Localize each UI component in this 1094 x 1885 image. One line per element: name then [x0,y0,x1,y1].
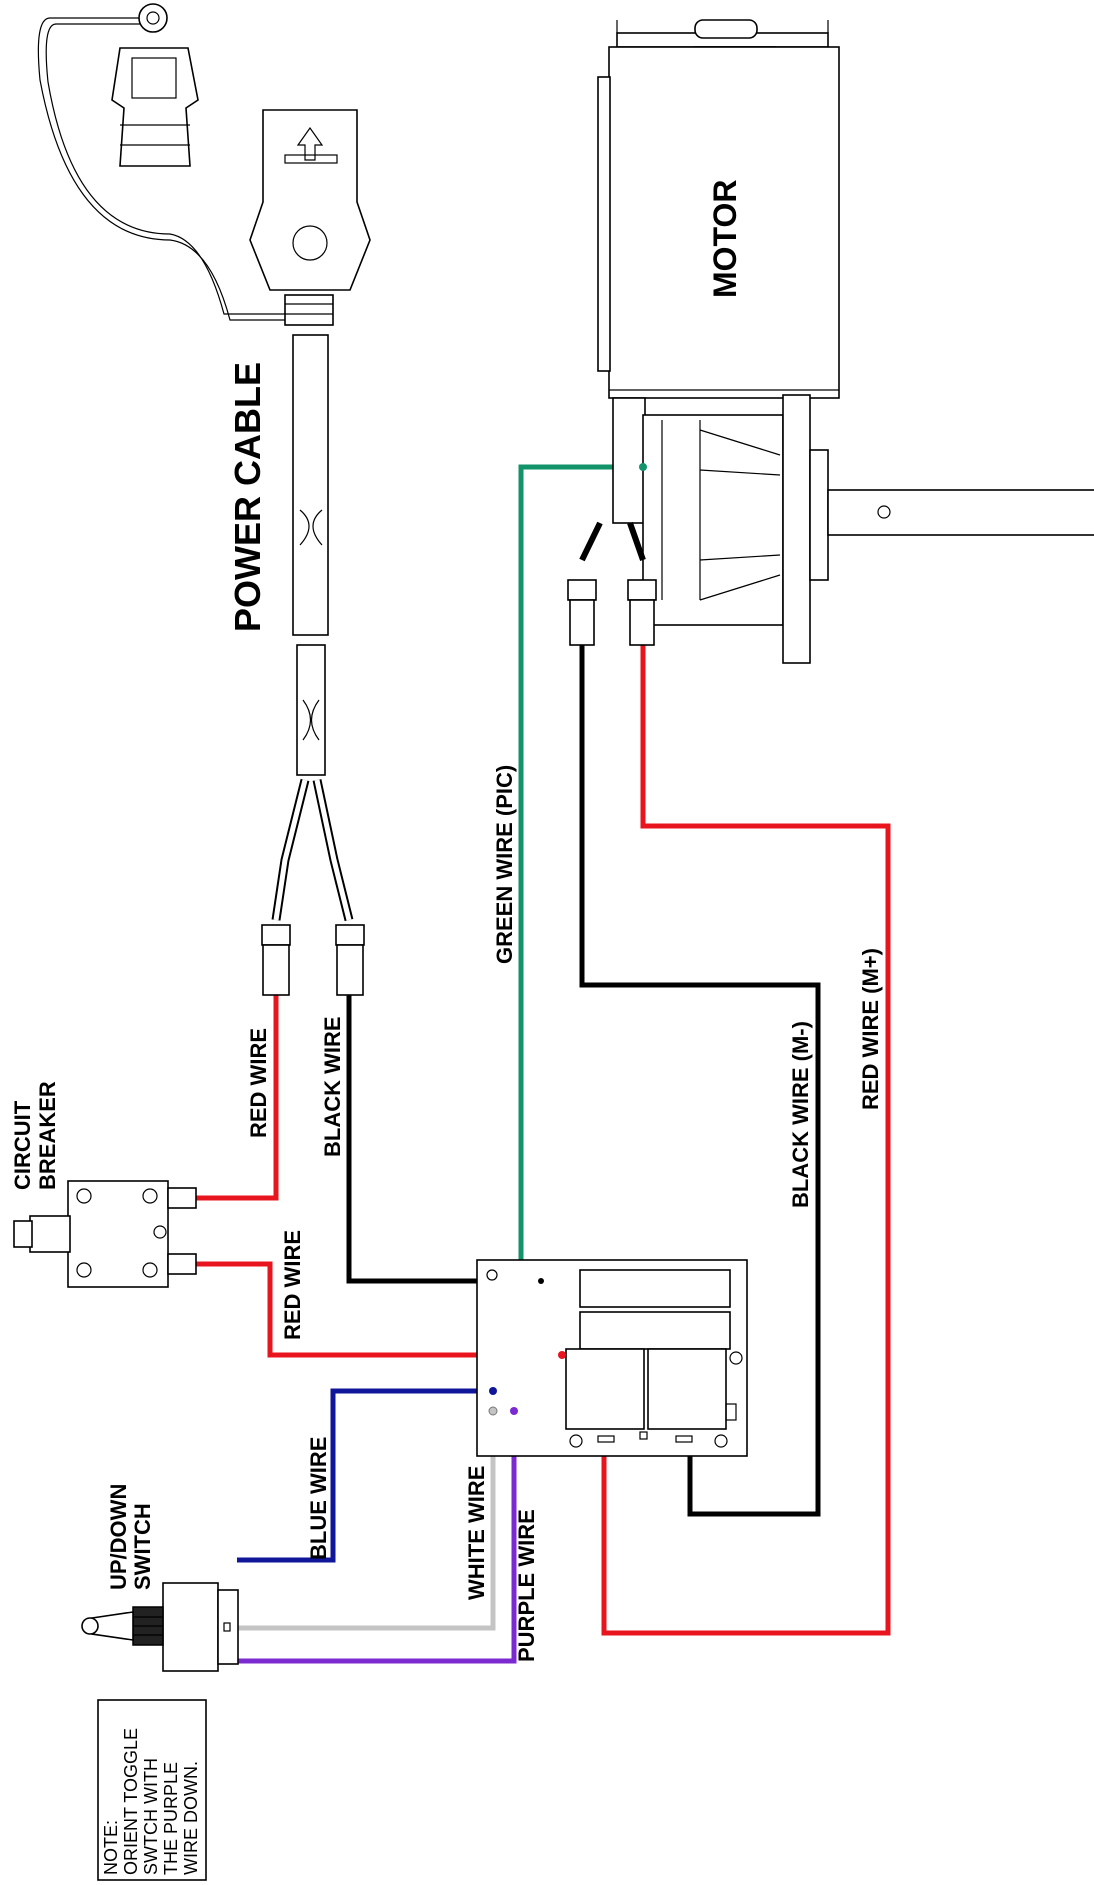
red-wire-label-1: RED WIRE [246,1028,271,1138]
blue-wire [237,1388,493,1563]
circuit-breaker-label-line2: BREAKER [35,1081,60,1190]
black-wire-m-minus [579,645,821,1517]
note-text: NOTE: ORIENT TOGGLE SWTCH WITH THE PURPL… [101,1728,201,1875]
red-wire-m-label: RED WIRE (M+) [858,948,883,1110]
circuit-breaker-label-line1: CIRCUIT [10,1100,35,1190]
white-wire-label: WHITE WIRE [464,1466,489,1600]
black-wire-cable-to-board [346,995,540,1284]
updown-switch-label-line1: UP/DOWN [106,1484,131,1590]
red-wire-label-2: RED WIRE [280,1230,305,1340]
control-board [476,1259,748,1457]
purple-wire [237,1411,517,1664]
updown-switch-label-line2: SWITCH [130,1503,155,1590]
note-line: THE PURPLE [161,1762,181,1875]
updown-switch [81,1582,239,1672]
labels: MOTOR POWER CABLE CIRCUIT BREAKER UP/DOW… [10,179,883,1662]
white-wire [237,1411,496,1631]
red-wire-breaker-to-board [196,1261,562,1358]
note-line: SWTCH WITH [141,1758,161,1875]
blue-wire-label: BLUE WIRE [306,1437,331,1560]
circuit-breaker [13,1180,197,1288]
note-line: WIRE DOWN. [181,1761,201,1875]
wires [196,464,891,1664]
green-wire-label: GREEN WIRE (PIC) [492,765,517,964]
note-line: ORIENT TOGGLE [121,1728,141,1875]
black-wire-m-label: BLACK WIRE (M-) [788,1021,813,1208]
power-cable [37,3,371,996]
motor-label: MOTOR [707,179,743,298]
red-wire-m-plus [601,645,891,1636]
note-box [97,1699,207,1881]
motor [567,19,1094,664]
purple-wire-label: PURPLE WIRE [514,1509,539,1662]
red-wire-cable-to-breaker [196,995,279,1201]
note-line: NOTE: [101,1820,121,1875]
black-wire-label: BLACK WIRE [320,1016,345,1157]
power-cable-label: POWER CABLE [227,362,268,632]
green-wire-pic [518,464,643,1347]
